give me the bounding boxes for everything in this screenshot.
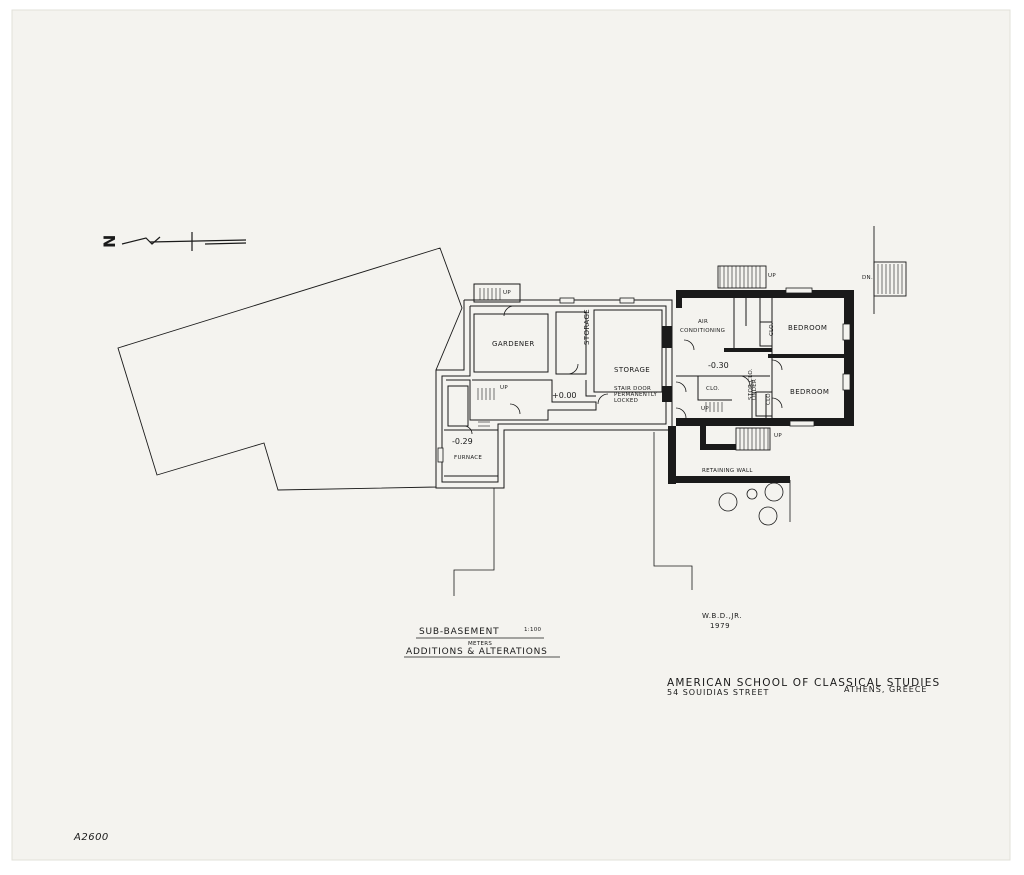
units-label: METERS: [468, 641, 492, 647]
level-minus-029: -0.29: [452, 437, 473, 446]
additions-title: ADDITIONS & ALTERATIONS: [406, 647, 548, 657]
east-wing-walls: [662, 290, 854, 484]
institution-name: AMERICAN SCHOOL OF CLASSICAL STUDIES: [667, 677, 940, 689]
stair-door-label-2: PERMANENTLY: [614, 392, 658, 398]
up-mark-top: UP: [503, 290, 511, 296]
north-arrow: N: [100, 232, 247, 251]
draftsman-initials: W.B.D.,JR.: [702, 612, 742, 620]
scale-label: 1:100: [524, 627, 542, 633]
door-swings: [463, 305, 783, 435]
clo-mid-label: CLO.: [706, 386, 720, 392]
dn-mark: DN.: [862, 275, 873, 281]
stor-clo-label-1: STOR.CLO.: [748, 368, 754, 400]
institution-street: 54 SOUIDIAS STREET: [667, 688, 769, 697]
air-conditioning-label-1: AIR: [698, 319, 708, 325]
east-wing-partitions: [671, 298, 773, 420]
drawing-code: A2600: [73, 832, 109, 843]
stair-treads: [477, 264, 903, 450]
gardener-label: GARDENER: [492, 340, 535, 348]
clo-upper-label: CLO.: [769, 322, 775, 336]
boundary-lines: [453, 432, 791, 596]
bedroom-upper-label: BEDROOM: [788, 324, 827, 332]
storage-large-label: STORAGE: [614, 366, 650, 374]
north-letter: N: [100, 235, 119, 248]
up-mark-right-bottom: UP: [774, 433, 782, 439]
stair-outlines: [717, 226, 907, 451]
stair-door-label-1: STAIR DOOR: [614, 386, 651, 392]
paper: [11, 9, 1011, 861]
level-minus-030: -0.30: [708, 361, 729, 370]
trees: [718, 482, 784, 526]
stor-clo-label-2: UNDER: [752, 379, 758, 400]
institution-city: ATHENS, GREECE: [844, 685, 927, 694]
up-mark-right-top: UP: [768, 273, 776, 279]
furnace-label: FURNACE: [454, 455, 482, 461]
bedroom-lower-label: BEDROOM: [790, 388, 829, 396]
up-mark-small: UP: [701, 406, 709, 412]
level-zero: +0.00: [552, 391, 577, 400]
storage-small-label: STORAGE: [583, 309, 591, 345]
retaining-wall-label: RETAINING WALL: [702, 468, 753, 474]
up-mark-mid: UP: [500, 385, 508, 391]
air-conditioning-label-2: CONDITIONING: [680, 328, 725, 334]
sub-basement-title: SUB-BASEMENT: [419, 627, 499, 637]
clo-lower-label: CLO.: [766, 391, 772, 405]
windows: [437, 287, 851, 463]
drawing-year: 1979: [710, 622, 730, 630]
stair-door-label-3: LOCKED: [614, 398, 638, 404]
